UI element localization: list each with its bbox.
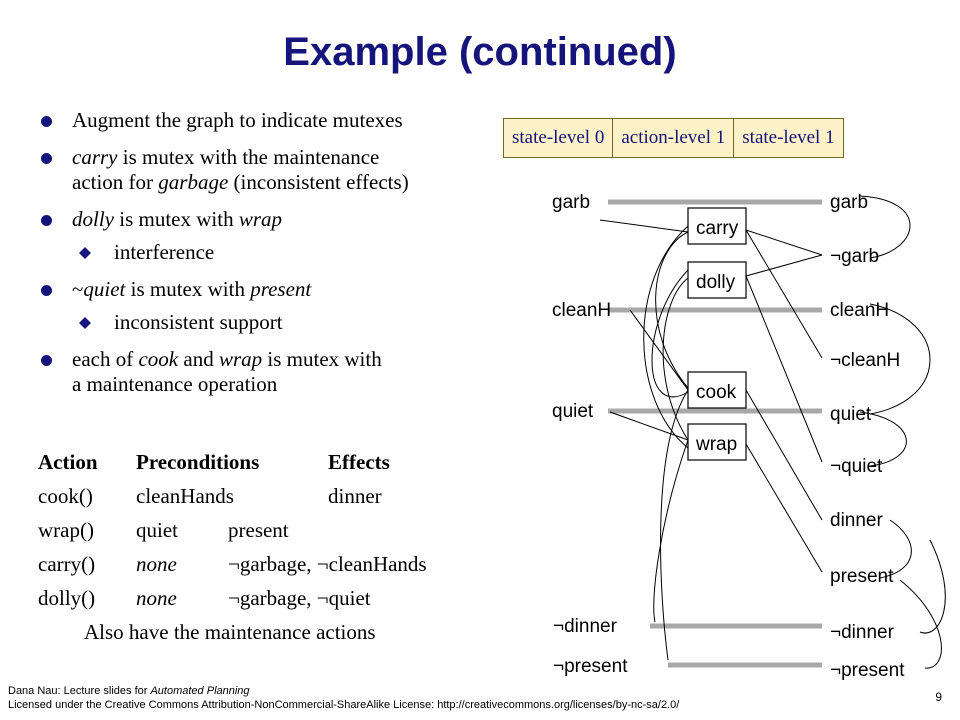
bullet-dot-icon	[41, 153, 52, 164]
bullet-dot-icon	[41, 116, 52, 127]
action-box-dolly	[687, 261, 747, 299]
state1-label: ¬present	[830, 660, 905, 681]
action-label: carry	[696, 218, 739, 239]
level-label: action-level 1	[613, 119, 735, 157]
state1-label: dinner	[830, 510, 883, 531]
slide-title: Example (continued)	[283, 30, 677, 74]
state0-label: ¬dinner	[553, 616, 618, 637]
state1-label: cleanH	[830, 300, 889, 321]
bullet-dot-icon	[41, 355, 52, 366]
state0-label: ¬present	[553, 656, 628, 677]
table-note: Also have the maintenance actions	[84, 620, 376, 644]
level-label: state-level 1	[742, 127, 835, 148]
bullet-dot-icon	[41, 285, 52, 296]
state1-label: ¬cleanH	[830, 350, 900, 371]
level-header: state-level 0 action-level 1 state-level…	[503, 118, 844, 158]
bullet-item: Augment the graph to indicate mutexes	[38, 108, 518, 133]
bullet-list: Augment the graph to indicate mutexes ca…	[38, 108, 518, 409]
mutex-arcs	[599, 195, 946, 669]
bullet-item: dolly is mutex with wrap	[38, 207, 518, 232]
state1-label: ¬dinner	[830, 622, 895, 643]
bullet-item: ~quiet is mutex with present	[38, 277, 518, 302]
state0-label: cleanH	[552, 300, 611, 321]
sub-bullet-item: inconsistent support	[38, 310, 518, 335]
action-box-carry	[687, 207, 747, 245]
action-boxes	[687, 207, 747, 461]
action-box-wrap	[687, 423, 747, 461]
state1-label: present	[830, 566, 894, 587]
action-label: cook	[696, 382, 737, 403]
bullet-item: each of cook and wrap is mutex with a ma…	[38, 347, 518, 397]
page-number: 9	[935, 690, 942, 704]
state1-label: garb	[830, 192, 868, 213]
bullet-dot-icon	[41, 215, 52, 226]
level-label: state-level 0	[504, 119, 614, 157]
maintenance-lines	[608, 199, 822, 668]
state1-label: quiet	[830, 404, 872, 425]
slide-footer: Dana Nau: Lecture slides for Automated P…	[8, 685, 680, 711]
action-label: dolly	[696, 272, 736, 293]
bullet-item: carry is mutex with the maintenance acti…	[38, 145, 518, 195]
state0-label: garb	[552, 192, 590, 213]
action-box-cook	[687, 371, 747, 409]
state1-label: ¬garb	[830, 246, 879, 267]
action-label: wrap	[695, 434, 737, 455]
state0-label: quiet	[552, 401, 594, 422]
sub-bullet-item: interference	[38, 240, 518, 265]
state1-label: ¬quiet	[830, 456, 883, 477]
